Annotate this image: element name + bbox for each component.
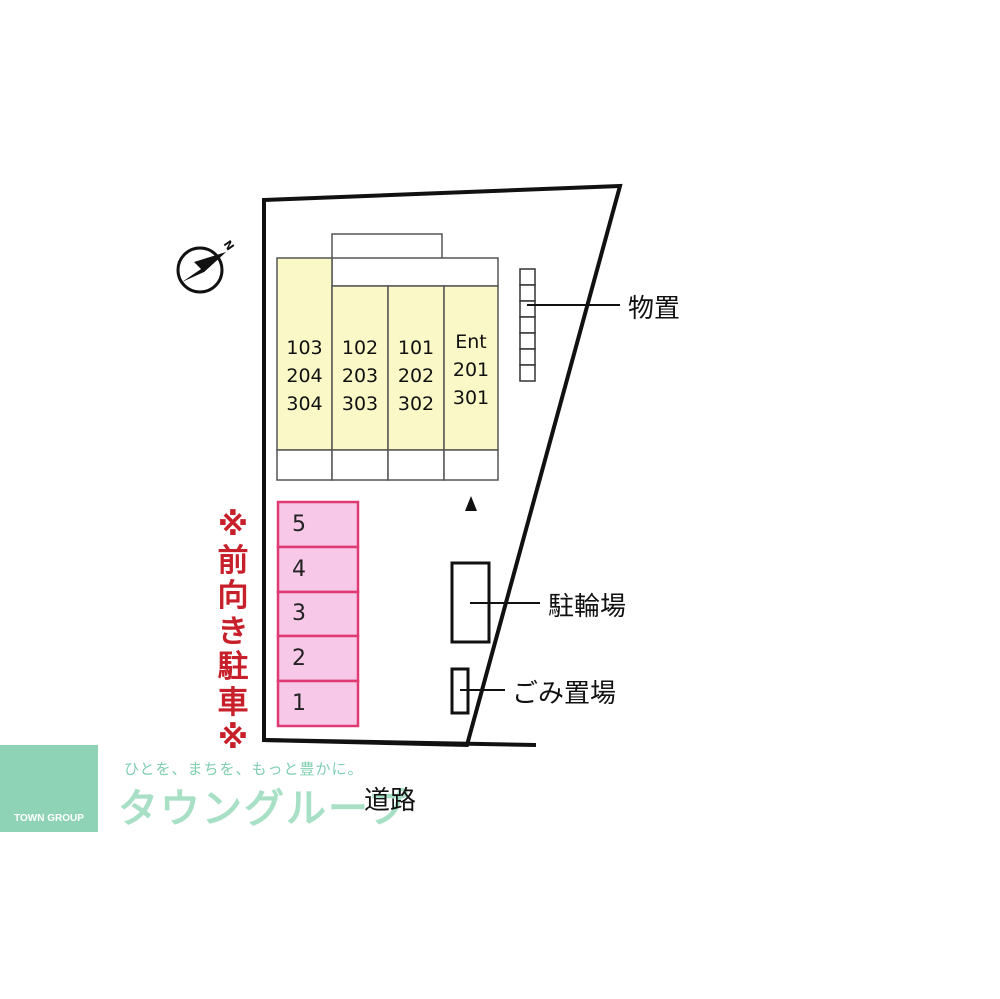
unit-label-4: Ent 201 301 [452,331,490,409]
entrance-arrow-icon [465,496,477,511]
logo-tagline: ひとを、まちを、もっと豊かに。 [124,760,364,778]
storage-units [519,268,536,382]
parking-space-2: 2 [292,646,306,671]
unit-block-1 [276,257,333,451]
balcony-2 [331,449,389,481]
bicycle-parking-label: 駐輪場 [548,592,627,622]
balcony-3 [387,449,445,481]
parking-space-5: 5 [292,512,306,537]
unit-label-3: 101 202 302 [397,337,435,415]
unit-block-4 [443,285,499,451]
storage-label: 物置 [628,294,681,324]
building-bump-inner [331,257,499,287]
balcony-4 [443,449,499,481]
parking-spaces [276,500,360,728]
compass-icon [176,246,226,294]
logo-box [0,745,98,832]
logo-subtext: TOWN GROUP [14,813,84,824]
logo-brand-name: タウングループ [118,786,410,832]
balcony-1 [276,449,333,481]
front-parking-note: ※ 前 向 き 駐 車 ※ [217,507,249,756]
parking-space-3: 3 [292,601,306,626]
parking-space-1: 1 [292,691,306,716]
road-label: 道路 [364,786,417,816]
garbage-label: ごみ置場 [512,679,617,709]
unit-label-1: 103 204 304 [286,337,323,415]
parking-space-4: 4 [292,557,306,582]
unit-label-2: 102 203 303 [341,337,379,415]
road-line [263,738,537,747]
